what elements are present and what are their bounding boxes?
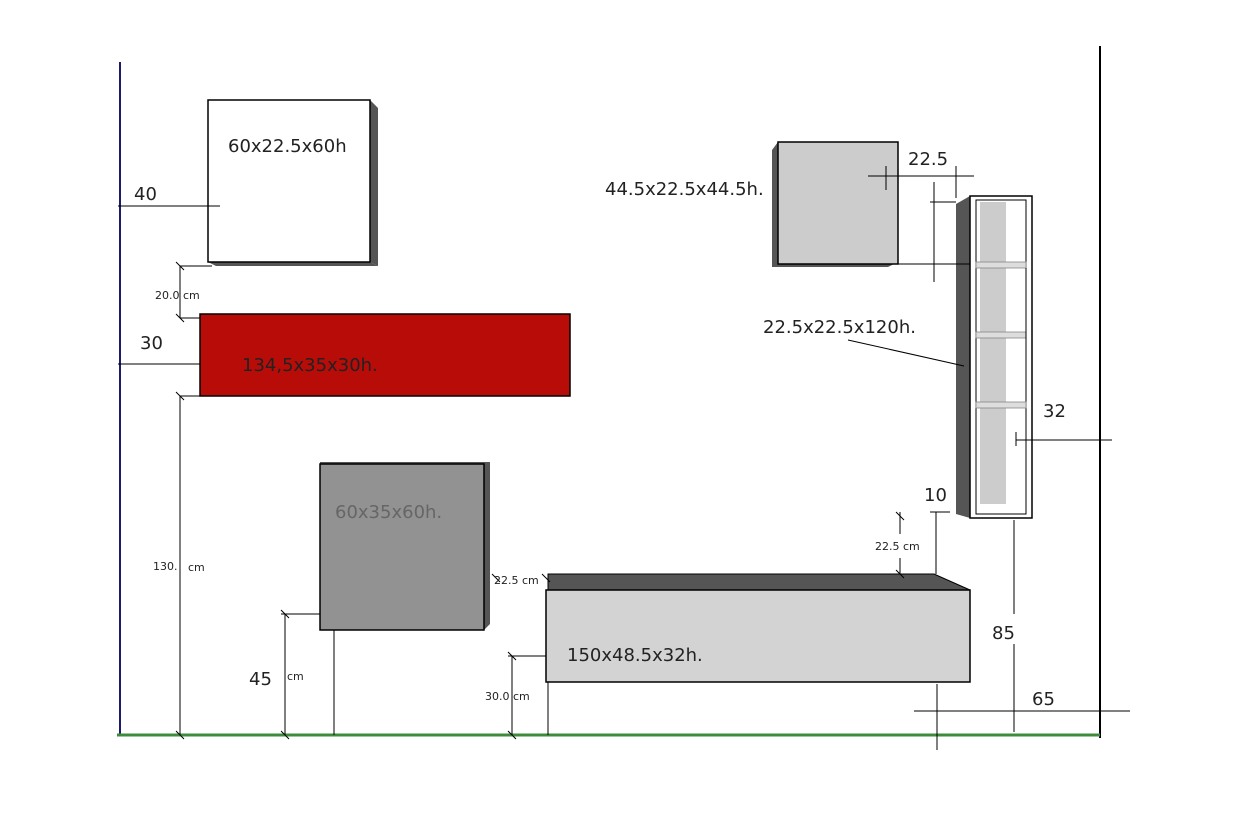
dim-65: 65: [1032, 689, 1055, 710]
tv-base-unit: 150x48.5x32h.: [545, 573, 971, 683]
tall-column-label: 22.5x22.5x120h.: [763, 317, 916, 338]
dim-20cm: 20.0 cm: [155, 289, 200, 302]
wall-unit-top-left: 60x22.5x60h: [207, 99, 378, 266]
dim-130-unit: cm: [188, 561, 205, 574]
dim-40: 40: [134, 184, 157, 205]
dim-30: 30: [140, 333, 163, 354]
dim-22-5-top: 22.5: [908, 149, 948, 170]
tall-column-leader: [847, 339, 965, 367]
grey-unit-label: 60x35x60h.: [335, 502, 442, 523]
small-wall-unit-label: 44.5x22.5x44.5h.: [605, 179, 764, 200]
grey-unit: 60x35x60h.: [319, 462, 490, 631]
wall-unit-top-left-label: 60x22.5x60h: [228, 136, 347, 157]
dim-10: 10: [924, 485, 947, 506]
red-shelf: 134,5x35x30h.: [199, 313, 571, 397]
dim-30cm: 30.0 cm: [485, 690, 530, 703]
red-shelf-label: 134,5x35x30h.: [242, 355, 378, 376]
dim-85: 85: [992, 623, 1015, 644]
dim-45: 45: [249, 669, 272, 690]
dim-130: 130.: [153, 560, 178, 573]
tv-base-label: 150x48.5x32h.: [567, 645, 703, 666]
dim-22-5cm-right: 22.5 cm: [875, 540, 920, 553]
dim-45-unit: cm: [287, 670, 304, 683]
small-wall-unit: 44.5x22.5x44.5h.: [605, 141, 899, 267]
dim-32: 32: [1043, 401, 1066, 422]
dim-22-5cm-left: 22.5 cm: [494, 574, 539, 587]
tall-column: [956, 195, 1033, 519]
